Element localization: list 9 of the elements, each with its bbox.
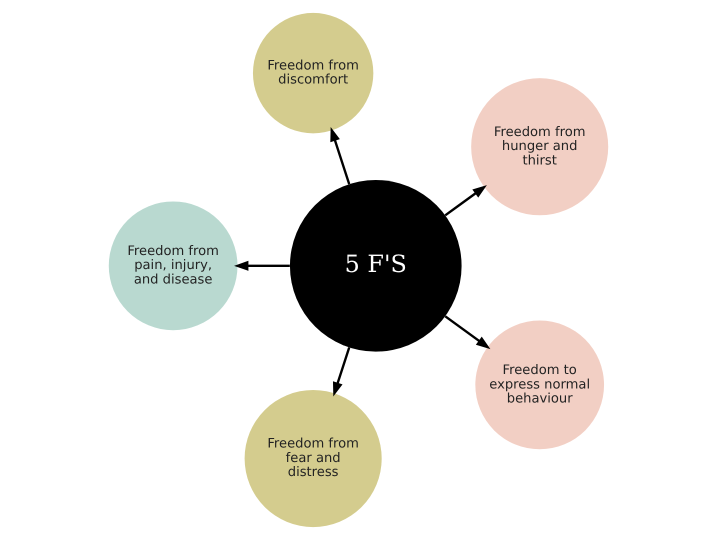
arrow: [444, 185, 486, 216]
arrow: [444, 315, 490, 350]
node-circle: Freedom from discomfort: [252, 12, 373, 134]
arrow: [332, 347, 350, 396]
arrow: [330, 127, 350, 184]
node-circle: Freedom from fear and distress: [244, 390, 382, 528]
node-circle: Freedom from pain, injury, and disease: [108, 201, 237, 330]
arrow: [234, 260, 290, 271]
node-circle: 5 F'S: [289, 180, 462, 352]
